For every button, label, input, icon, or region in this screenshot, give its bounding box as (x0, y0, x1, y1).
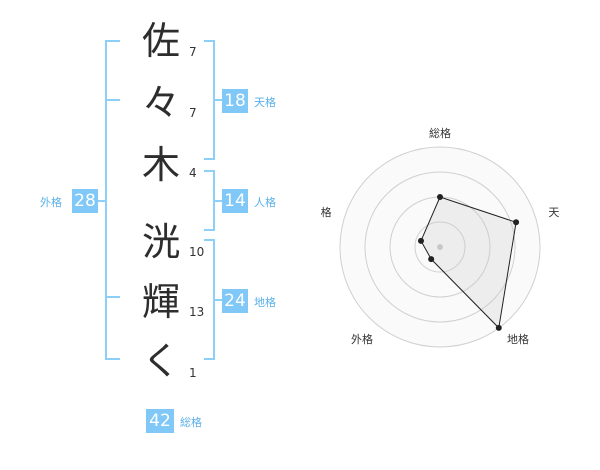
radar-axis-label-2: 天格 (548, 205, 560, 219)
radar-point-4 (428, 256, 435, 263)
soukaku-value: 42 (146, 409, 174, 433)
chikaku-bracket (204, 239, 215, 360)
tenkaku-label: 天格 (254, 96, 276, 109)
chikaku-value: 24 (222, 289, 248, 313)
tenkaku-bracket (204, 40, 215, 160)
jinkaku-bracket (204, 170, 215, 231)
stroke-count-1: 7 (189, 45, 197, 59)
soukaku-label: 総格 (180, 416, 202, 429)
radar-ring-3 (364, 171, 516, 323)
jinkaku-value: 14 (222, 189, 248, 213)
radar-point-2 (513, 219, 520, 226)
chikaku-label: 地格 (254, 296, 276, 309)
stroke-count-6: 1 (189, 366, 197, 380)
radar-point-5 (417, 237, 424, 244)
stroke-count-3: 4 (189, 166, 197, 180)
radar-ring-1 (414, 221, 466, 273)
gaikaku-value: 28 (72, 189, 98, 213)
tenkaku-value: 18 (222, 89, 248, 113)
stroke-count-2: 7 (189, 106, 197, 120)
radar-axis-label-5: 人格 (320, 205, 332, 219)
gaikaku-label: 外格 (40, 196, 62, 209)
radar-ring-4 (339, 146, 541, 348)
name-char-2: 々 (141, 81, 180, 125)
radar-axis-label-1: 総格 (429, 126, 451, 140)
radar-center (437, 244, 443, 250)
name-char-3: 木 (141, 143, 180, 187)
radar-point-3 (495, 324, 502, 331)
name-char-4: 洸 (141, 220, 180, 264)
radar-polygon (420, 196, 517, 329)
name-char-5: 輝 (141, 280, 180, 324)
radar-axis-label-3: 地格 (507, 332, 529, 346)
stroke-count-5: 13 (189, 305, 205, 319)
outer-bracket (105, 40, 120, 360)
radar-chart: 総格天格地格 外格 人格 (320, 126, 560, 348)
stroke-count-4: 10 (189, 245, 205, 259)
radar-axis-label-4: 外格 (351, 332, 373, 346)
name-char-1: 佐 (141, 19, 180, 63)
jinkaku-label: 人格 (254, 196, 276, 209)
radar-point-1 (437, 194, 443, 200)
name-char-6: く (141, 339, 180, 383)
